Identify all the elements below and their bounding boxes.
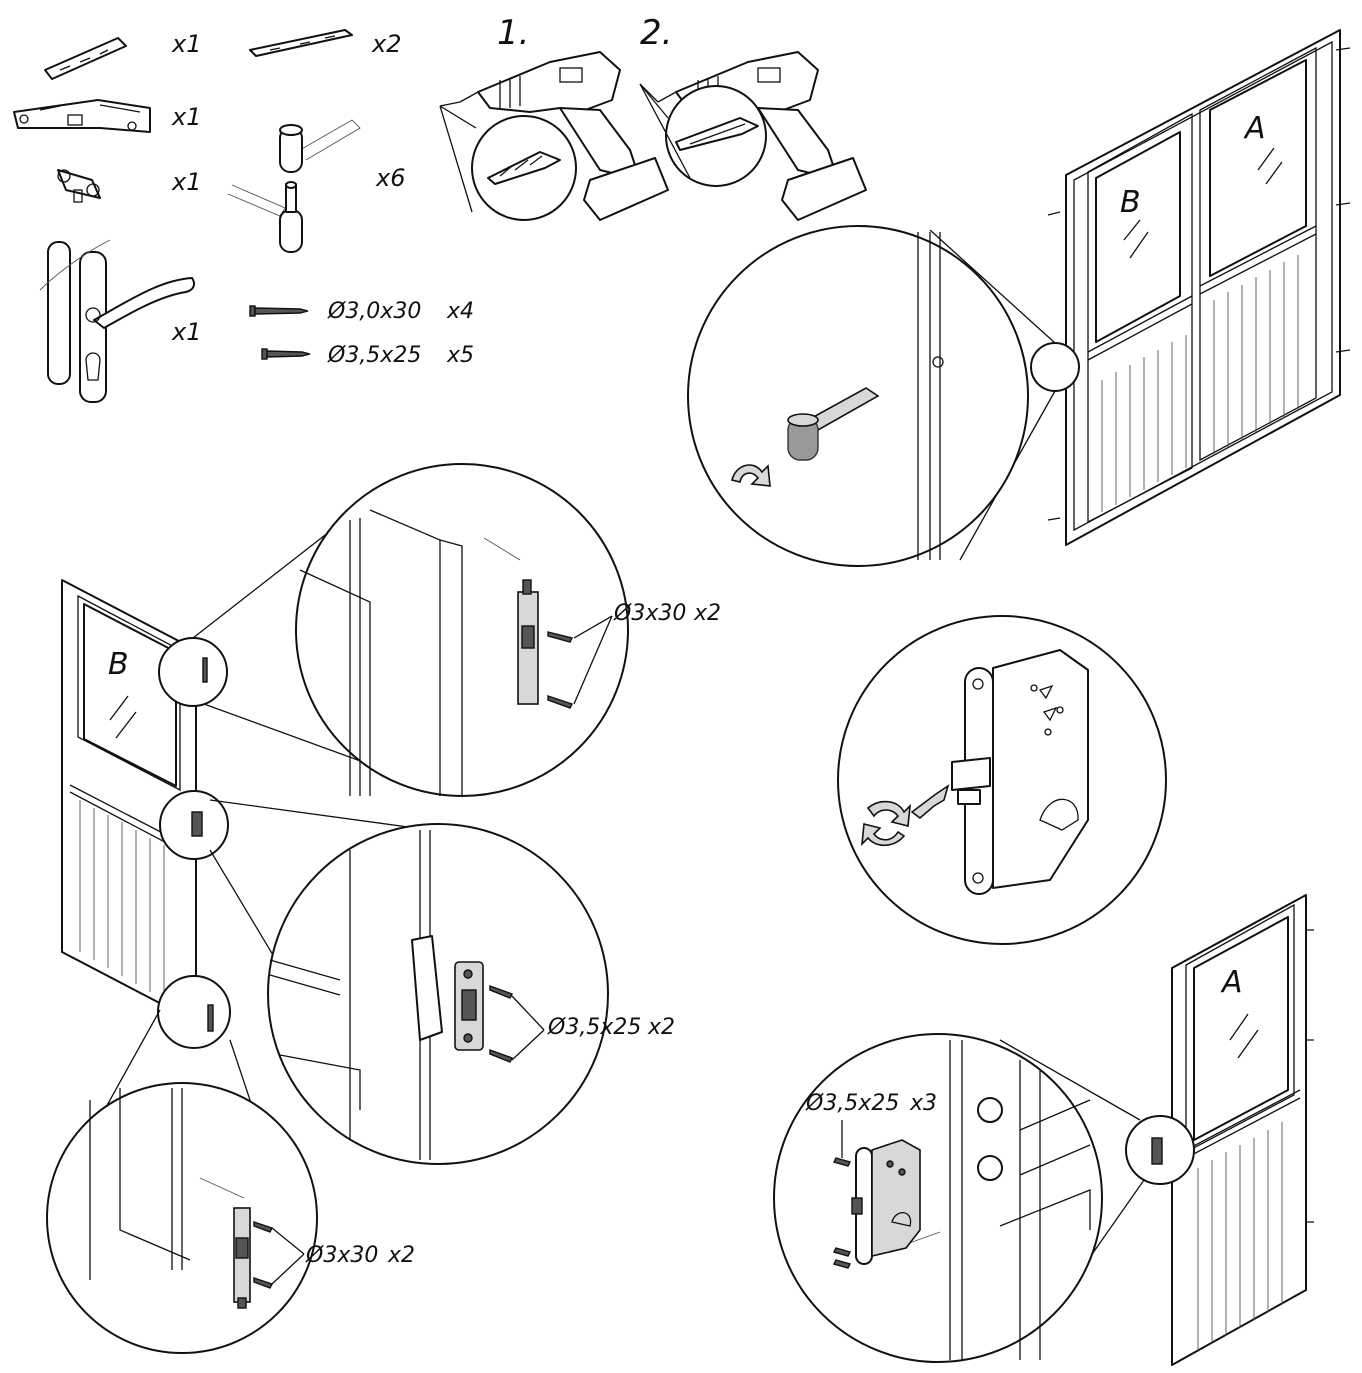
screw-25-qty: x5 bbox=[446, 343, 474, 368]
lock-body-zoom bbox=[851, 1139, 921, 1265]
drill-bit-icon bbox=[487, 151, 561, 185]
bottom-bolt-zoom-detail: Ø3x30 x2 bbox=[46, 1009, 415, 1354]
screw-30-part bbox=[249, 305, 309, 317]
door-b-assembly: B bbox=[61, 579, 231, 1049]
rotate-arrow-icon bbox=[731, 464, 771, 487]
screw-25-size: Ø3,5x25 bbox=[327, 343, 421, 368]
hinge-pin-zoom bbox=[787, 387, 880, 461]
door-a-assembly: A bbox=[1125, 894, 1314, 1366]
door-b-label-left: B bbox=[108, 647, 129, 682]
hinge-detail-marker bbox=[1030, 342, 1080, 392]
top-bolt-screw-size: Ø3x30 bbox=[613, 601, 686, 626]
handle-set-part bbox=[39, 239, 195, 403]
flush-bolt-short-qty: x1 bbox=[171, 30, 201, 58]
double-door-assembly: B A bbox=[1030, 29, 1351, 546]
lock-body-part bbox=[13, 99, 151, 133]
door-a-label-bottom: A bbox=[1220, 965, 1243, 1000]
lock-screw-size: Ø3,5x25 bbox=[805, 1091, 899, 1116]
reverse-latch-arrow-icon bbox=[860, 784, 950, 847]
flush-bolt-long-qty: x2 bbox=[371, 30, 401, 58]
lock-body-qty: x1 bbox=[171, 103, 201, 131]
drill-1 bbox=[439, 51, 669, 221]
latch-reversal-detail bbox=[837, 615, 1167, 945]
lock-screw-qty: x3 bbox=[909, 1091, 937, 1116]
screw-30-qty: x4 bbox=[446, 299, 474, 324]
step-1-label: 1. bbox=[497, 13, 529, 53]
bottom-bolt-screw-size: Ø3x30 bbox=[305, 1243, 378, 1268]
tools-section: 1. 2. bbox=[439, 13, 867, 221]
top-flush-bolt bbox=[517, 579, 539, 705]
bottom-bolt-screw-qty: x2 bbox=[387, 1243, 415, 1268]
screwdriver-bit-icon bbox=[675, 117, 759, 151]
hinge-pin-part bbox=[227, 119, 361, 253]
top-bolt-zoom-detail: Ø3x30 x2 bbox=[192, 463, 721, 797]
lock-install-zoom-detail: Ø3,5x25 x3 bbox=[773, 1033, 1145, 1363]
bottom-flush-bolt bbox=[233, 1207, 251, 1309]
cylinder-lock-qty: x1 bbox=[171, 168, 201, 196]
flush-bolt-long-part bbox=[249, 29, 353, 57]
cylinder-lock-part bbox=[57, 169, 101, 203]
flush-bolt-short-part bbox=[44, 37, 127, 80]
screw-30-size: Ø3,0x30 bbox=[327, 299, 421, 324]
strike-plate bbox=[454, 961, 484, 1051]
door-a-label-top: A bbox=[1243, 111, 1266, 146]
parts-list: x1 x2 x1 x1 bbox=[13, 29, 474, 403]
hinge-zoom-detail bbox=[687, 225, 1056, 567]
screw-25-part bbox=[261, 348, 311, 360]
step-2-label: 2. bbox=[640, 13, 672, 53]
door-a-leaf bbox=[1199, 46, 1317, 462]
strike-screw-size: Ø3,5x25 bbox=[547, 1015, 641, 1040]
strike-screw-qty: x2 bbox=[647, 1015, 675, 1040]
strike-zoom-detail: Ø3,5x25 x2 bbox=[209, 799, 675, 1165]
door-b-label-top: B bbox=[1120, 185, 1141, 220]
door-b-leaf bbox=[1087, 112, 1193, 524]
handle-set-qty: x1 bbox=[171, 318, 201, 346]
top-bolt-screw-qty: x2 bbox=[693, 601, 721, 626]
top-bolt-marker bbox=[158, 637, 228, 707]
bottom-bolt-marker bbox=[157, 975, 231, 1049]
hinge-pin-qty: x6 bbox=[375, 164, 405, 192]
